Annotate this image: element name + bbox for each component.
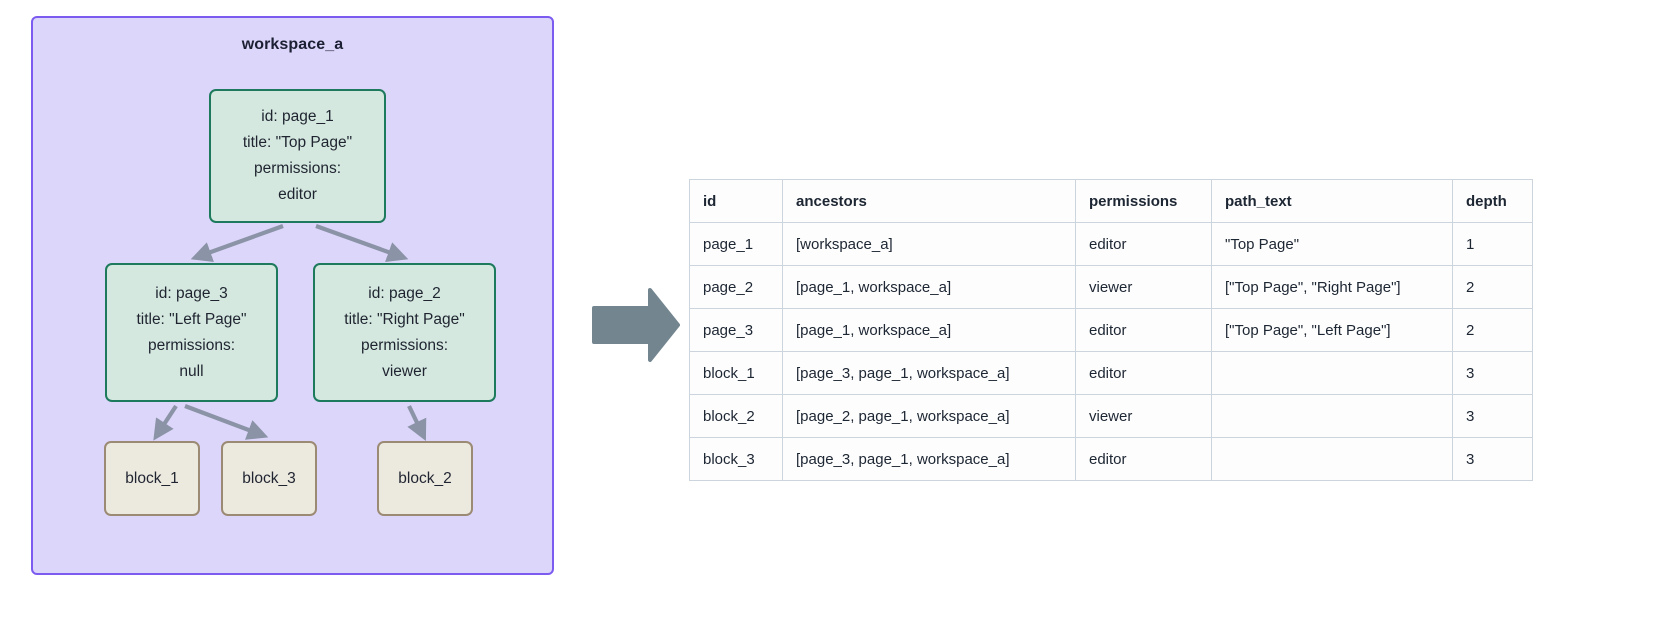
cell-ancestors: [page_1, workspace_a] xyxy=(782,308,1076,352)
cell-path_text: ["Top Page", "Right Page"] xyxy=(1211,265,1453,309)
node-page_2-line-3: permissions: xyxy=(361,336,448,354)
edge-page3-block3 xyxy=(184,404,269,440)
node-page_1-line-3: permissions: xyxy=(254,160,341,177)
cell-permissions: editor xyxy=(1075,437,1212,481)
cell-path_text: ["Top Page", "Left Page"] xyxy=(1211,308,1453,352)
column-header-depth[interactable]: depth xyxy=(1452,179,1533,223)
edge-page2-block2 xyxy=(407,405,427,442)
cell-permissions: editor xyxy=(1075,222,1212,266)
cell-depth: 3 xyxy=(1452,437,1533,481)
cell-path_text xyxy=(1211,437,1453,481)
cell-depth: 3 xyxy=(1452,394,1533,438)
edge-page3-block1 xyxy=(153,404,178,441)
node-block_2-label: block_2 xyxy=(398,469,452,487)
cell-ancestors: [page_3, page_1, workspace_a] xyxy=(782,351,1076,395)
cell-id: block_1 xyxy=(689,351,783,395)
cell-depth: 3 xyxy=(1452,351,1533,395)
cell-ancestors: [page_2, page_1, workspace_a] xyxy=(782,394,1076,438)
workspace-title: workspace_a xyxy=(241,36,344,53)
node-block_3-label: block_3 xyxy=(242,469,296,487)
cell-ancestors: [page_3, page_1, workspace_a] xyxy=(782,437,1076,481)
node-page_1-line-4: editor xyxy=(278,186,317,203)
column-header-ancestors[interactable]: ancestors xyxy=(782,179,1076,223)
cell-path_text: "Top Page" xyxy=(1211,222,1453,266)
cell-permissions: viewer xyxy=(1075,394,1212,438)
workspace-container: workspace_a id: page_1 title: "Top Page"… xyxy=(31,16,554,575)
node-page_1-line-2: title: "Top Page" xyxy=(242,134,353,151)
cell-id: page_3 xyxy=(689,308,783,352)
cell-id: page_2 xyxy=(689,265,783,309)
node-page_2-line-2: title: "Right Page" xyxy=(344,310,465,328)
table-row[interactable]: page_2 [page_1, workspace_a] viewer ["To… xyxy=(689,265,1533,309)
node-page_3-line-3: permissions: xyxy=(148,336,235,354)
table-row[interactable]: block_2 [page_2, page_1, workspace_a] vi… xyxy=(689,394,1533,438)
cell-permissions: editor xyxy=(1075,308,1212,352)
table-row[interactable]: page_3 [page_1, workspace_a] editor ["To… xyxy=(689,308,1533,352)
cell-depth: 1 xyxy=(1452,222,1533,266)
table-row[interactable]: page_1 [workspace_a] editor "Top Page" 1 xyxy=(689,222,1533,266)
column-header-permissions[interactable]: permissions xyxy=(1075,179,1212,223)
cell-id: page_1 xyxy=(689,222,783,266)
table-row[interactable]: block_3 [page_3, page_1, workspace_a] ed… xyxy=(689,437,1533,481)
node-page_2-line-4: viewer xyxy=(382,362,427,380)
cell-depth: 2 xyxy=(1452,265,1533,309)
column-header-id[interactable]: id xyxy=(689,179,783,223)
node-block_1[interactable]: block_1 xyxy=(104,441,200,516)
edge-page1-page2 xyxy=(315,224,409,263)
cell-depth: 2 xyxy=(1452,308,1533,352)
cell-ancestors: [page_1, workspace_a] xyxy=(782,265,1076,309)
node-page_3-line-2: title: "Left Page" xyxy=(136,310,247,328)
table-row[interactable]: block_1 [page_3, page_1, workspace_a] ed… xyxy=(689,351,1533,395)
cell-path_text xyxy=(1211,394,1453,438)
cell-permissions: viewer xyxy=(1075,265,1212,309)
node-page_3-line-4: null xyxy=(179,362,204,380)
cell-ancestors: [workspace_a] xyxy=(782,222,1076,266)
edge-page1-page3 xyxy=(190,224,284,263)
node-page_3-line-1: id: page_3 xyxy=(155,284,228,302)
cell-id: block_3 xyxy=(689,437,783,481)
cell-permissions: editor xyxy=(1075,351,1212,395)
node-block_2[interactable]: block_2 xyxy=(377,441,473,516)
cell-id: block_2 xyxy=(689,394,783,438)
node-page_3[interactable]: id: page_3 title: "Left Page" permission… xyxy=(105,263,278,402)
cell-path_text xyxy=(1211,351,1453,395)
node-page_2-line-1: id: page_2 xyxy=(368,284,441,302)
transform-right-arrow-icon xyxy=(592,288,680,362)
results-table: id ancestors permissions path_text depth… xyxy=(689,179,1533,481)
column-header-path_text[interactable]: path_text xyxy=(1211,179,1453,223)
table-header-row: id ancestors permissions path_text depth xyxy=(689,179,1533,223)
node-page_2[interactable]: id: page_2 title: "Right Page" permissio… xyxy=(313,263,496,402)
node-page_1[interactable]: id: page_1 title: "Top Page" permissions… xyxy=(209,89,386,223)
node-page_1-line-1: id: page_1 xyxy=(261,108,334,125)
node-block_1-label: block_1 xyxy=(125,469,179,487)
node-block_3[interactable]: block_3 xyxy=(221,441,317,516)
